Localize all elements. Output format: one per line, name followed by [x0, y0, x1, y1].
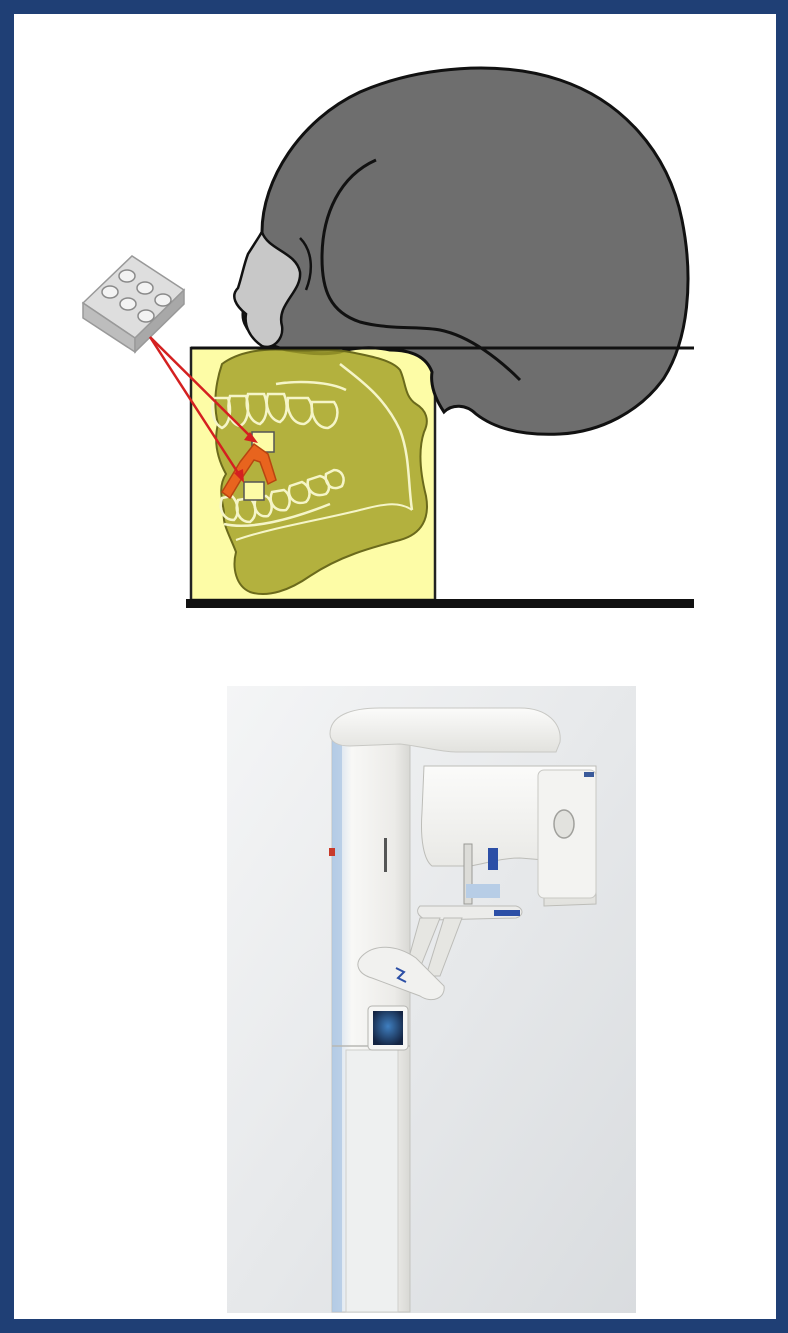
touch-screen — [373, 1011, 403, 1045]
blue-sensor — [488, 848, 498, 870]
column-accent-strip — [332, 738, 342, 1312]
top-arm — [330, 708, 560, 752]
xray-unit-photo — [227, 686, 636, 1313]
bite-pad-lower — [244, 482, 264, 500]
bite-block-icon — [83, 256, 184, 352]
column-indicator — [384, 838, 387, 872]
baseline-bar — [186, 599, 694, 608]
blue-panel — [466, 884, 500, 898]
column-lower-slot — [346, 1050, 398, 1312]
brand-badge — [584, 772, 594, 777]
head-knob — [554, 810, 574, 838]
table-blue-handle — [494, 910, 520, 916]
red-button — [329, 848, 335, 856]
skull-diagram — [83, 68, 694, 608]
